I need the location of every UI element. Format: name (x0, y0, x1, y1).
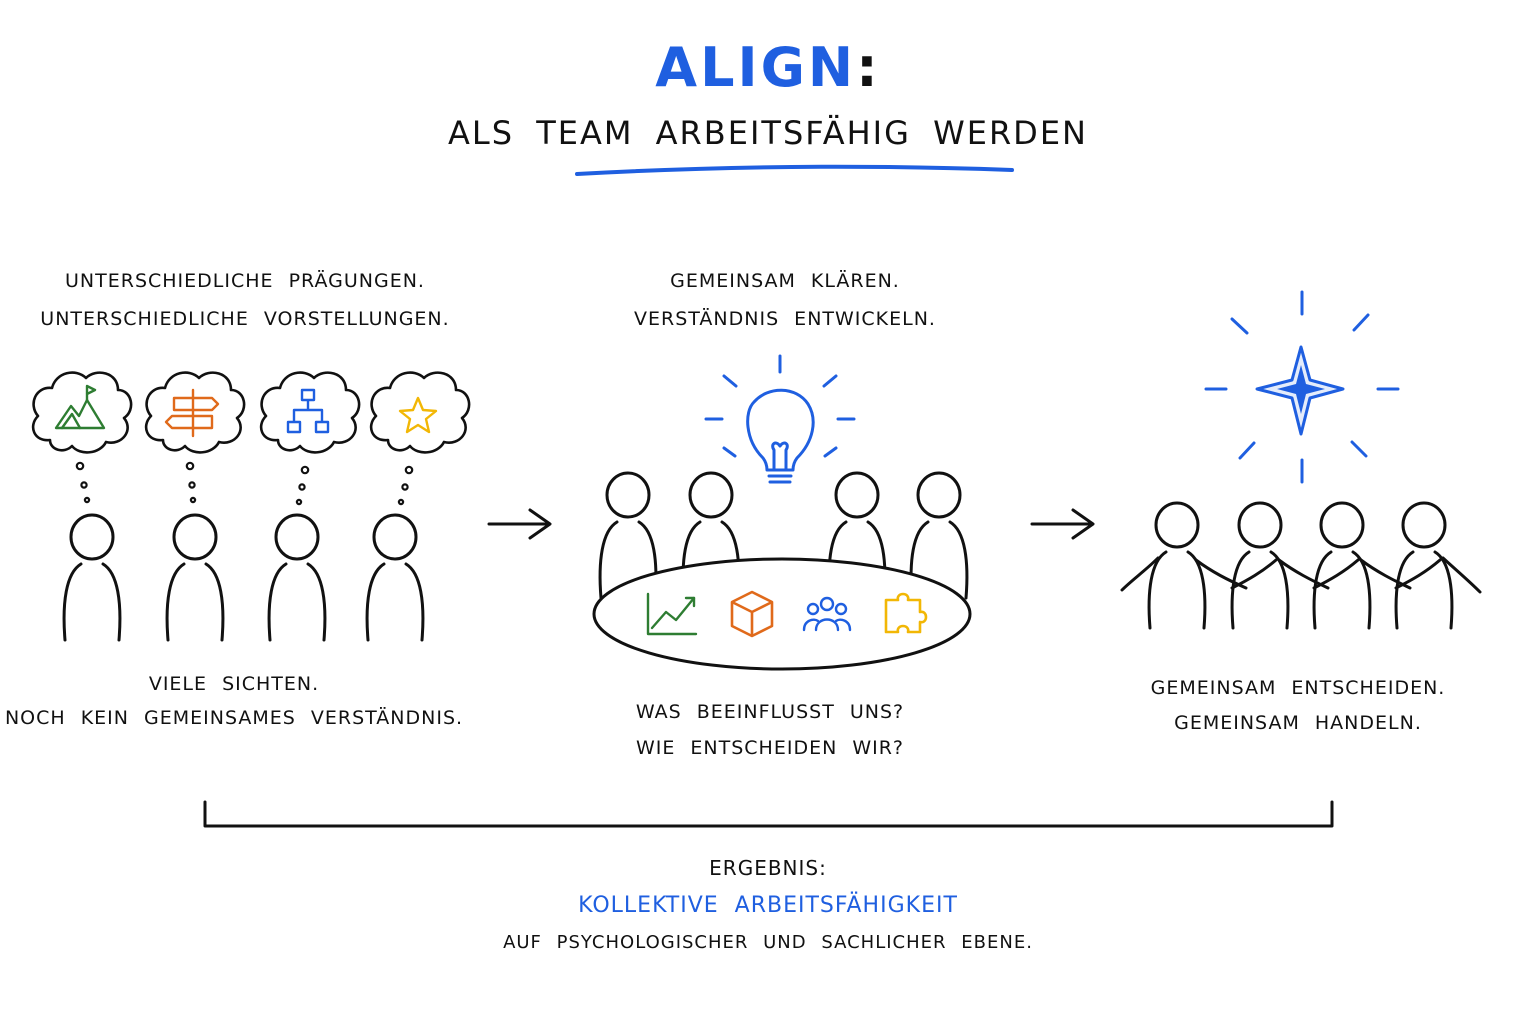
star-icon (398, 396, 438, 434)
person-stage1-2 (165, 513, 225, 642)
page-title: ALIGN: (0, 36, 1536, 99)
stage1-group (31, 371, 471, 642)
thought-cloud-1 (31, 371, 133, 454)
stage3-group (1120, 290, 1482, 630)
north-star-icon (1204, 290, 1400, 484)
stage1-top-line-2: UNTERSCHIEDLICHE VORSTELLUNGEN. (40, 308, 450, 330)
stage2-top-line-2: VERSTÄNDNIS ENTWICKELN. (634, 308, 936, 330)
stage1-top-line-1: UNTERSCHIEDLICHE PRÄGUNGEN. (65, 270, 425, 292)
thought-cloud-3 (259, 371, 361, 454)
growth-chart-icon (646, 592, 698, 636)
lightbulb-icon (704, 354, 856, 484)
arrow-right-icon (487, 508, 552, 540)
result-bracket (203, 800, 1334, 828)
result-block: ERGEBNIS: KOLLEKTIVE ARBEITSFÄHIGKEIT AU… (0, 850, 1536, 961)
stage1-bottom-line-1: VIELE SICHTEN. (148, 673, 320, 695)
stage2-top-line-1: GEMEINSAM KLÄREN. (670, 270, 900, 292)
result-subtitle: AUF PSYCHOLOGISCHER UND SACHLICHER EBENE… (503, 932, 1033, 953)
stage2-caption-bottom: WAS BEEINFLUSST UNS? WIE ENTSCHEIDEN WIR… (525, 694, 1015, 766)
stage2-bottom-line-1: WAS BEEINFLUSST UNS? (635, 701, 905, 723)
page-subtitle: ALS TEAM ARBEITSFÄHIG WERDEN (448, 114, 1088, 152)
thought-cloud-2 (144, 371, 246, 454)
stage2-bottom-line-2: WIE ENTSCHEIDEN WIR? (635, 737, 905, 759)
person-stage1-1 (62, 513, 122, 642)
cube-icon (730, 590, 774, 638)
thought-cloud-4 (369, 371, 471, 454)
result-title: KOLLEKTIVE ARBEITSFÄHIGKEIT (578, 893, 958, 918)
stage3-bottom-line-2: GEMEINSAM HANDELN. (1174, 712, 1422, 734)
round-table (592, 557, 972, 671)
stage1-caption-bottom: VIELE SICHTEN. NOCH KEIN GEMEINSAMES VER… (0, 667, 468, 735)
title-underline (575, 164, 1014, 176)
result-label: ERGEBNIS: (709, 856, 827, 880)
stage2-group (592, 354, 972, 671)
title-colon: : (856, 36, 881, 99)
stage3-bottom-line-1: GEMEINSAM ENTSCHEIDEN. (1150, 677, 1446, 699)
puzzle-icon (884, 592, 928, 634)
stage2-caption-top: GEMEINSAM KLÄREN. VERSTÄNDNIS ENTWICKELN… (540, 262, 1030, 338)
group-icon (802, 596, 852, 632)
person-stage3-1 (1147, 501, 1207, 630)
person-stage1-3 (267, 513, 327, 642)
stage1-caption-top: UNTERSCHIEDLICHE PRÄGUNGEN. UNTERSCHIEDL… (0, 262, 490, 338)
person-stage1-4 (365, 513, 425, 642)
mountain-flag-icon (54, 384, 106, 430)
person-stage3-3 (1312, 501, 1372, 630)
stage1-bottom-line-2: NOCH KEIN GEMEINSAMES VERSTÄNDNIS. (4, 707, 464, 729)
person-stage3-4 (1394, 501, 1454, 630)
stage3-caption-bottom: GEMEINSAM ENTSCHEIDEN. GEMEINSAM HANDELN… (1050, 671, 1536, 741)
title-main: ALIGN (655, 36, 857, 99)
linked-arms (1120, 556, 1482, 594)
thought-dots (75, 461, 414, 506)
signpost-icon (164, 388, 220, 438)
arrow-right-icon (1030, 508, 1095, 540)
hierarchy-icon (286, 388, 330, 434)
person-stage3-2 (1230, 501, 1290, 630)
